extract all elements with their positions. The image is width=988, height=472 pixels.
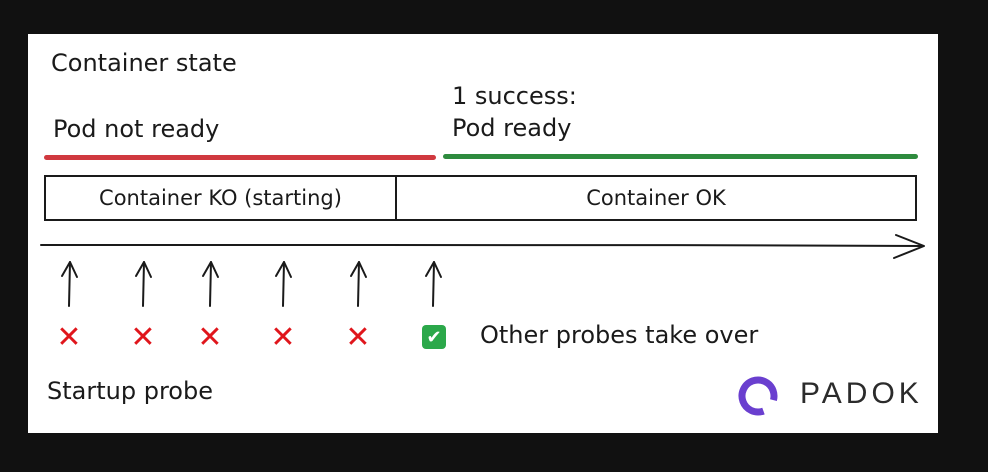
padok-logo-text: PADOK bbox=[800, 377, 923, 410]
probe-arrow bbox=[68, 261, 71, 307]
probe-arrow bbox=[432, 261, 435, 307]
timeline-arrow-head bbox=[893, 234, 925, 259]
probe-success-icon: ✔ bbox=[422, 325, 446, 349]
container-ok-box: Container OK bbox=[395, 175, 917, 221]
pod-ready-line bbox=[443, 154, 918, 159]
success-label: 1 success: bbox=[452, 82, 577, 110]
probe-fail-icon: ✕ bbox=[56, 320, 82, 355]
other-probes-label: Other probes take over bbox=[480, 321, 759, 349]
diagram-canvas: Container state Pod not ready 1 success:… bbox=[28, 34, 938, 433]
probe-arrow-head bbox=[275, 261, 292, 278]
probe-arrow-head bbox=[425, 261, 442, 278]
timeline-axis bbox=[40, 244, 924, 247]
probe-arrow bbox=[142, 261, 145, 307]
container-ko-label: Container KO (starting) bbox=[99, 186, 342, 210]
probe-arrow-head bbox=[202, 261, 219, 278]
container-ok-label: Container OK bbox=[586, 186, 726, 210]
container-state-label: Container state bbox=[51, 49, 237, 77]
container-ko-box: Container KO (starting) bbox=[44, 175, 397, 221]
probe-arrow bbox=[357, 261, 360, 307]
padok-logo-icon bbox=[738, 376, 778, 416]
probe-arrow bbox=[282, 261, 285, 307]
probe-fail-icon: ✕ bbox=[270, 320, 296, 355]
pod-not-ready-line bbox=[44, 155, 436, 160]
startup-probe-label: Startup probe bbox=[47, 377, 213, 405]
timeline-overlay bbox=[40, 234, 925, 307]
probe-arrow bbox=[209, 261, 212, 307]
probe-arrow-head bbox=[350, 261, 367, 278]
probe-fail-icon: ✕ bbox=[130, 320, 156, 355]
probe-fail-icon: ✕ bbox=[197, 320, 223, 355]
pod-not-ready-label: Pod not ready bbox=[53, 115, 220, 143]
probe-fail-icon: ✕ bbox=[345, 320, 371, 355]
probe-arrow-head bbox=[135, 261, 152, 278]
probe-arrow-head bbox=[61, 261, 78, 278]
pod-ready-label: Pod ready bbox=[452, 114, 572, 142]
